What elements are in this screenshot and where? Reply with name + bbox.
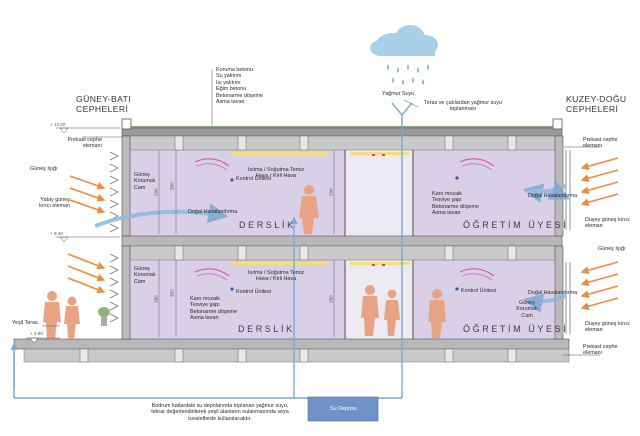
natural-ventilation-label-right-bottom: Doğal Havalandırma	[528, 290, 578, 296]
faculty-label-upper: ÖĞRETİM ÜYESİ	[463, 220, 569, 230]
northeast-title-line2: CEPHELERİ	[566, 104, 619, 114]
floor-layer-list-lower: Karo mozaik Tesviye şapı Betonarme döşem…	[190, 296, 237, 322]
basement-note: Bodrum katlardaki su depolarında toplana…	[151, 403, 289, 422]
roof-layer: Betonarme döşeme	[216, 92, 264, 99]
dimension-lines	[158, 150, 335, 337]
elevation-top: + 12.00	[50, 122, 66, 127]
natural-ventilation-label-upper: Doğal Havalandırma	[188, 209, 238, 215]
roof-layer: Koruma betonu	[216, 67, 253, 73]
hvac-label-upper: Isıtma / Soğutma Temiz Hava / Kirli Hava	[247, 167, 305, 180]
lower-height-b: 350	[169, 289, 175, 298]
sunlight-label-left: Güneş Işığı	[30, 166, 58, 172]
classroom-label-upper: DERSLİK	[239, 220, 296, 230]
floor-layer: Tesviye şapı	[432, 197, 462, 204]
person-figure	[64, 296, 80, 339]
control-unit-icons	[230, 176, 459, 291]
floor-layer: Karo mozaik	[190, 296, 220, 302]
person-figure	[428, 289, 446, 338]
protected-glass-label-upper: Güneş Korumalı Cam	[134, 172, 156, 191]
water-tank-label: Su Deposu	[330, 406, 357, 412]
sunlight-arrows-right	[580, 157, 619, 311]
southwest-title-line1: GÜNEY-BATI	[76, 94, 132, 104]
natural-ventilation-arrows	[94, 181, 570, 314]
roof-layer: Asma tavan	[216, 99, 245, 106]
person-figure	[384, 289, 400, 336]
terrace-plant-icon	[98, 307, 110, 326]
floor-layer: Asma tavan	[190, 315, 219, 322]
control-unit-label-lower-left: Kontrol Ünitesi	[236, 289, 272, 295]
northeast-title-line1: KUZEY-DOĞU	[566, 94, 627, 104]
sunlight-arrows-left	[67, 175, 106, 294]
rainwater-pipes	[10, 102, 413, 399]
prefab-facade-label-right-top: Prekast cephe elemanı	[583, 137, 618, 150]
lower-height-c: 280	[328, 295, 334, 304]
prefab-facade-label-left: Prekast cephe elemanı	[67, 137, 102, 150]
floor-layer: Tesviye şapı	[190, 302, 220, 309]
room-interiors	[130, 136, 555, 339]
person-figure	[361, 285, 379, 336]
rain-cloud-icon	[370, 25, 438, 85]
elevation-low: + 4.80	[30, 331, 43, 336]
floor-layer: Karo mozaik	[432, 191, 462, 197]
floor-layer: Betonarme döşeme	[190, 308, 238, 315]
person-figure	[299, 185, 319, 234]
southwest-title-line2: CEPHELERİ	[76, 104, 129, 114]
hvac-airflow-arcs	[194, 158, 495, 281]
green-terrace-label: Yeşil Teras	[12, 320, 38, 326]
control-unit-label-upper: Kontrol Ünitesi	[236, 176, 272, 182]
floor-layer-list-upper: Karo mozaik Tesviye şapı Betonarme döşem…	[432, 191, 479, 217]
roof-layer-list: Koruma betonu Su yalıtımı Isı yalıtımı E…	[216, 67, 263, 105]
protected-glass-label-lower-right: Güneş Korumalı Cam	[516, 300, 538, 319]
rainwater-collection-note: Teras ve çatılardan yağmur suyu toplanma…	[424, 100, 502, 113]
water-tank	[307, 396, 379, 422]
elevation-markers	[26, 127, 120, 344]
beams	[79, 135, 517, 363]
rainwater-label: Yağmur Suyu	[382, 91, 415, 97]
vertical-shading-label-top: Düşey güneş kırıcı eleman	[585, 217, 630, 230]
vertical-shading-label-bottom: Düşey güneş kırıcı eleman	[585, 321, 630, 334]
classroom-label-lower: DERSLİK	[238, 324, 295, 334]
ceiling-lights	[232, 152, 410, 266]
upper-height-b: 350	[169, 182, 175, 191]
leader-lines	[42, 70, 600, 356]
person-silhouettes	[43, 185, 446, 339]
elevation-mid: + 8.40	[50, 231, 63, 236]
sunlight-label-right: Güneş Işığı	[598, 246, 626, 252]
prefab-facade-label-right-bottom: Prekast cephe elemanı	[583, 344, 618, 357]
protected-glass-label-lower-left: Güneş Korumalı Cam	[134, 266, 156, 285]
floor-layer: Asma tavan	[432, 210, 461, 217]
roof-layer: Su yalıtımı	[216, 73, 242, 80]
roof-layer: Isı yalıtımı	[216, 79, 241, 86]
person-figure	[43, 291, 61, 339]
natural-ventilation-label-right-top: Doğal Havalandırma	[528, 193, 578, 199]
faculty-label-lower: ÖĞRETİM ÜYESİ	[463, 324, 569, 334]
hvac-label-lower: Isıtma / Soğutma Temiz Hava / Kirli Hava	[247, 270, 305, 283]
horizontal-shading-label: Yatay güneş kırıcı eleman	[39, 197, 70, 210]
lower-height-a: 280	[153, 295, 159, 304]
roof-layer: Eğim betonu	[216, 86, 247, 93]
upper-height-c: 280	[328, 188, 334, 197]
floor-layer: Betonarme döşeme	[432, 203, 480, 210]
upper-height-a: 280	[153, 188, 159, 197]
control-unit-label-lower-right: Kontrol Ünitesi	[461, 288, 497, 294]
